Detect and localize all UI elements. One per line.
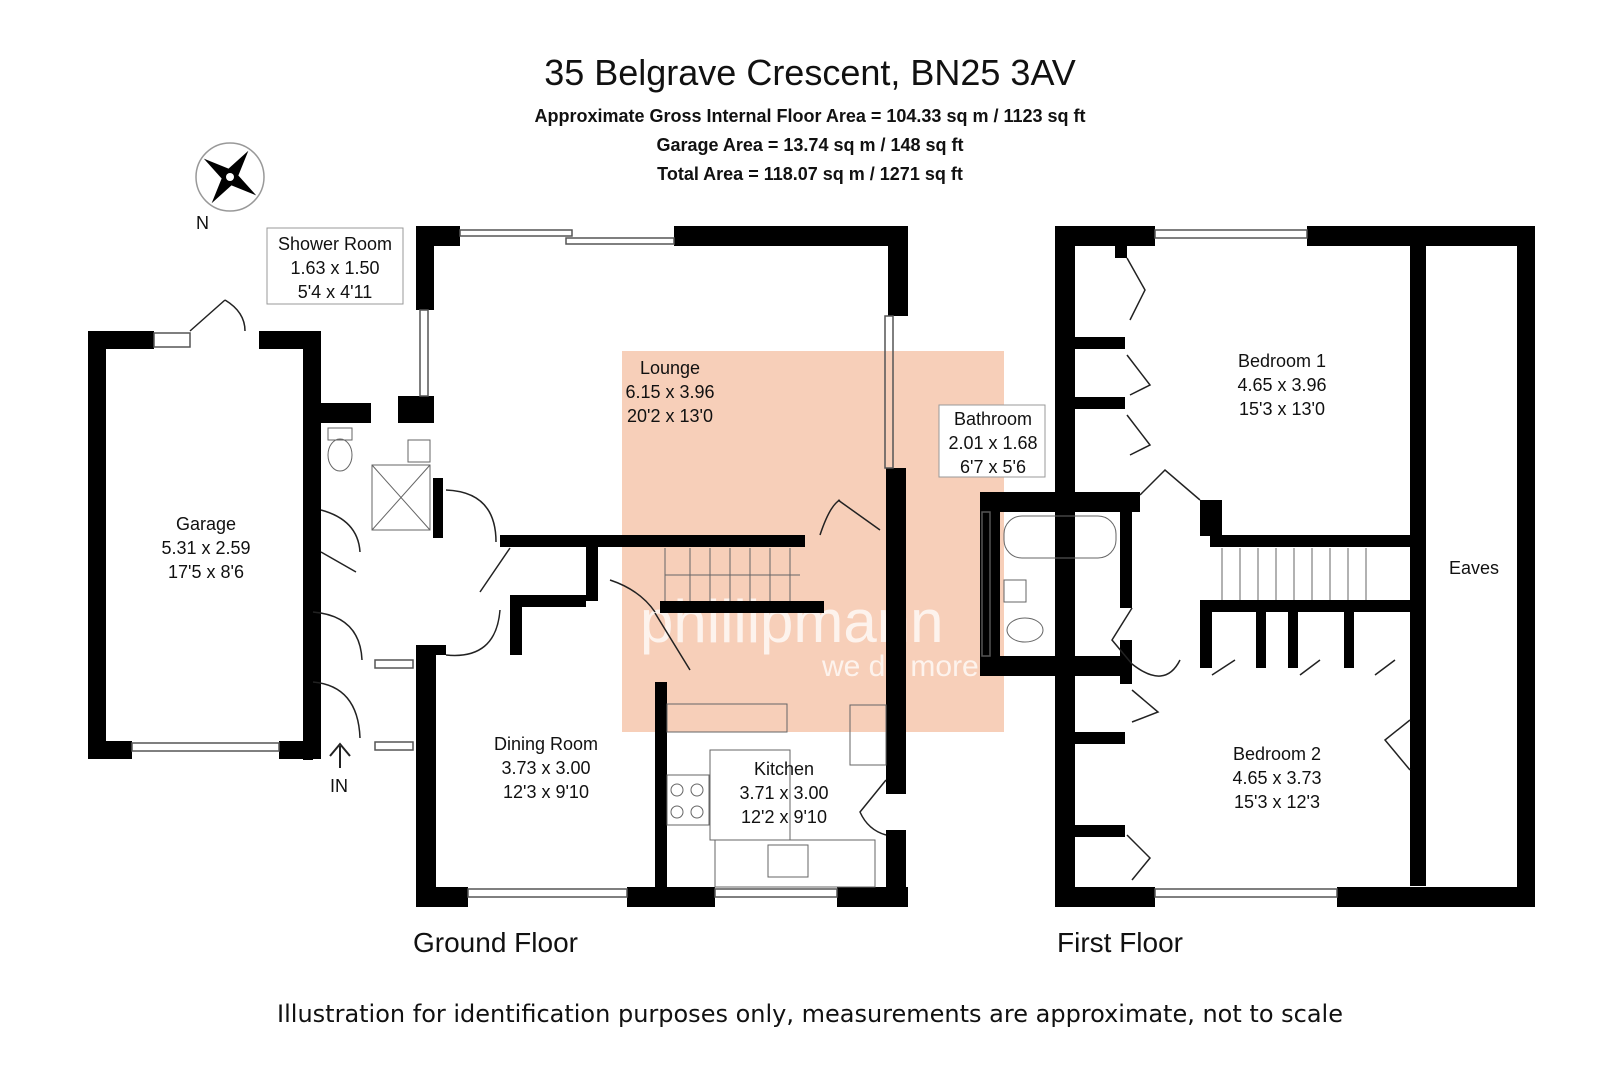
disclaimer-text: Illustration for identification purposes… (277, 1000, 1343, 1028)
svg-text:12'2 x 9'10: 12'2 x 9'10 (741, 807, 827, 827)
svg-text:Kitchen: Kitchen (754, 759, 814, 779)
svg-text:15'3 x 13'0: 15'3 x 13'0 (1239, 399, 1325, 419)
svg-text:3.71 x 3.00: 3.71 x 3.00 (739, 783, 828, 803)
svg-text:Bathroom: Bathroom (954, 409, 1032, 429)
svg-text:6'7 x 5'6: 6'7 x 5'6 (960, 457, 1026, 477)
compass-label: N (196, 213, 209, 233)
svg-text:4.65 x 3.73: 4.65 x 3.73 (1232, 768, 1321, 788)
svg-text:4.65 x 3.96: 4.65 x 3.96 (1237, 375, 1326, 395)
ground-floor-windows (131, 229, 894, 898)
first-floor-windows (981, 229, 1338, 898)
room-label-shower-room: Shower Room 1.63 x 1.50 5'4 x 4'11 (278, 234, 392, 302)
svg-text:Dining Room: Dining Room (494, 734, 598, 754)
total-area-text: Total Area = 118.07 sq m / 1271 sq ft (657, 164, 963, 184)
bathroom-label-box (938, 404, 1046, 478)
first-floor-label: First Floor (1057, 927, 1183, 958)
svg-text:17'5 x 8'6: 17'5 x 8'6 (168, 562, 244, 582)
gross-area-text: Approximate Gross Internal Floor Area = … (534, 106, 1086, 126)
svg-text:5'4 x 4'11: 5'4 x 4'11 (298, 282, 373, 302)
room-label-eaves: Eaves (1449, 558, 1499, 578)
room-label-bathroom: Bathroom 2.01 x 1.68 6'7 x 5'6 (948, 409, 1037, 477)
svg-text:5.31 x 2.59: 5.31 x 2.59 (161, 538, 250, 558)
first-floor-fixtures (1003, 515, 1367, 643)
entrance-label: IN (330, 776, 348, 796)
room-label-lounge: Lounge 6.15 x 3.96 20'2 x 13'0 (625, 358, 714, 426)
svg-text:Bedroom 2: Bedroom 2 (1233, 744, 1321, 764)
shower-room-label-box (266, 227, 404, 305)
svg-text:15'3 x 12'3: 15'3 x 12'3 (1234, 792, 1320, 812)
svg-text:Lounge: Lounge (640, 358, 700, 378)
ground-floor-fixtures (327, 427, 887, 888)
room-label-dining-room: Dining Room 3.73 x 3.00 12'3 x 9'10 (494, 734, 598, 802)
room-label-bedroom-2: Bedroom 2 4.65 x 3.73 15'3 x 12'3 (1232, 744, 1321, 812)
svg-text:2.01 x 1.68: 2.01 x 1.68 (948, 433, 1037, 453)
svg-text:Shower Room: Shower Room (278, 234, 392, 254)
room-label-garage: Garage 5.31 x 2.59 17'5 x 8'6 (161, 514, 250, 582)
first-floor-doors (1111, 257, 1411, 881)
room-label-kitchen: Kitchen 3.71 x 3.00 12'2 x 9'10 (739, 759, 828, 827)
garage-area-text: Garage Area = 13.74 sq m / 148 sq ft (656, 135, 964, 155)
svg-text:20'2 x 13'0: 20'2 x 13'0 (627, 406, 713, 426)
ground-floor-label: Ground Floor (413, 927, 578, 958)
arrow-up-icon (329, 742, 351, 768)
room-label-bedroom-1: Bedroom 1 4.65 x 3.96 15'3 x 13'0 (1237, 351, 1326, 419)
first-floor-walls (980, 226, 1535, 907)
svg-text:6.15 x 3.96: 6.15 x 3.96 (625, 382, 714, 402)
svg-text:1.63 x 1.50: 1.63 x 1.50 (290, 258, 379, 278)
svg-text:Bedroom 1: Bedroom 1 (1238, 351, 1326, 371)
ground-floor-doors (189, 299, 887, 836)
svg-text:Garage: Garage (176, 514, 236, 534)
svg-text:3.73 x 3.00: 3.73 x 3.00 (501, 758, 590, 778)
ground-floor-walls (88, 226, 908, 907)
compass-rose-icon (195, 142, 265, 212)
svg-text:12'3 x 9'10: 12'3 x 9'10 (503, 782, 589, 802)
plan-title: 35 Belgrave Crescent, BN25 3AV (544, 52, 1076, 93)
